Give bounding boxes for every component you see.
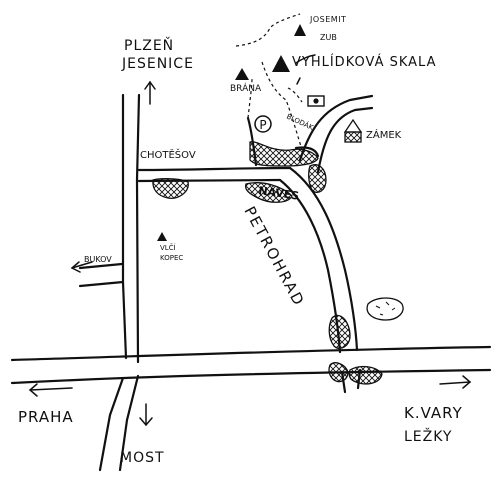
sign-icon-dot: [313, 98, 319, 104]
arrow-kvary-head: [462, 375, 472, 389]
label-petrohrad: PETROHRAD: [240, 203, 308, 309]
arrow-most-head: [139, 417, 153, 427]
direction-arrows: [28, 54, 472, 427]
label-most: MOST: [120, 450, 165, 466]
label-lezky: LEŽKY: [404, 427, 452, 445]
label-jesenice: JESENICE: [121, 56, 194, 72]
parking-icon: [254, 115, 272, 133]
label-blodak: BLODÁK: [285, 112, 315, 132]
label-kvary: K.VARY: [404, 404, 463, 422]
naves-area: [244, 182, 293, 203]
chotesov-area: [152, 178, 189, 199]
castle-icon: [343, 118, 363, 143]
label-praha: PRAHA: [18, 408, 74, 426]
arrow-blodak: [296, 77, 301, 85]
label-kopec: KOPEC: [160, 254, 183, 262]
arrow-praha: [29, 387, 73, 391]
label-vlci: VLČÍ: [160, 243, 176, 252]
arrow-kvary: [439, 381, 471, 385]
naves-area-north: [249, 141, 319, 167]
label-bukov: BUKOV: [84, 255, 112, 264]
label-zub: ZUB: [320, 33, 337, 42]
parking-label: P: [259, 118, 266, 132]
label-zamek: ZÁMEK: [366, 128, 402, 141]
arrow-bukov-head: [70, 261, 81, 273]
footpaths: [235, 13, 303, 151]
south-area-1: [328, 362, 349, 383]
main-road-east-west: [10, 345, 492, 385]
label-chotesov: CHOTĚŠOV: [140, 148, 196, 161]
village-areas: [152, 141, 383, 385]
south-area-2: [348, 365, 383, 385]
label-naves: NÁVES: [258, 184, 300, 203]
label-vyhlidkova-skala: VYHLÍDKOVÁ SKALA: [292, 54, 436, 70]
arrow-north-head: [144, 80, 156, 90]
label-brana: BRÁNA: [230, 82, 262, 94]
arrow-bukov: [71, 261, 93, 269]
petrohrad-area-south: [328, 314, 351, 350]
rock-texture: [375, 301, 396, 316]
peak-icon: [157, 24, 306, 241]
arrow-praha-head: [28, 383, 38, 397]
petrohrad-area-north: [308, 164, 327, 194]
bukov-road: [78, 262, 125, 288]
rock-outcrop: [366, 297, 404, 321]
label-josemit: JOSEMIT: [309, 15, 346, 24]
label-plzen: PLZEŇ: [124, 37, 174, 54]
arrow-zub: [295, 54, 316, 64]
